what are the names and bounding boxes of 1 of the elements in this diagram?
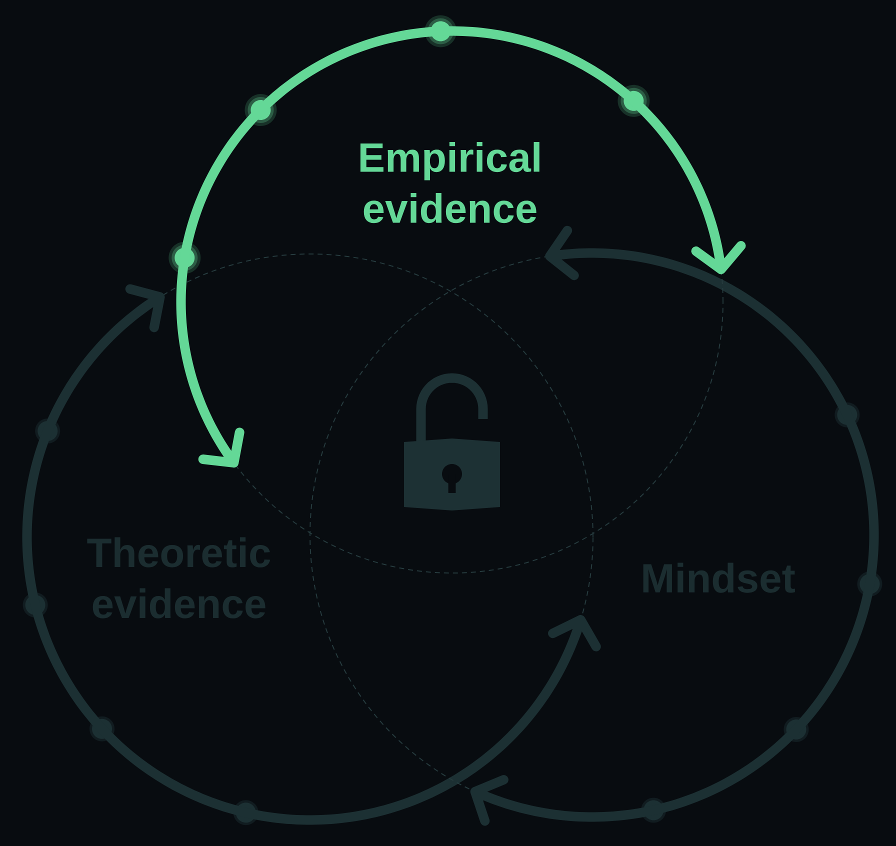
circle-label: Empirical evidence — [360, 142, 540, 224]
